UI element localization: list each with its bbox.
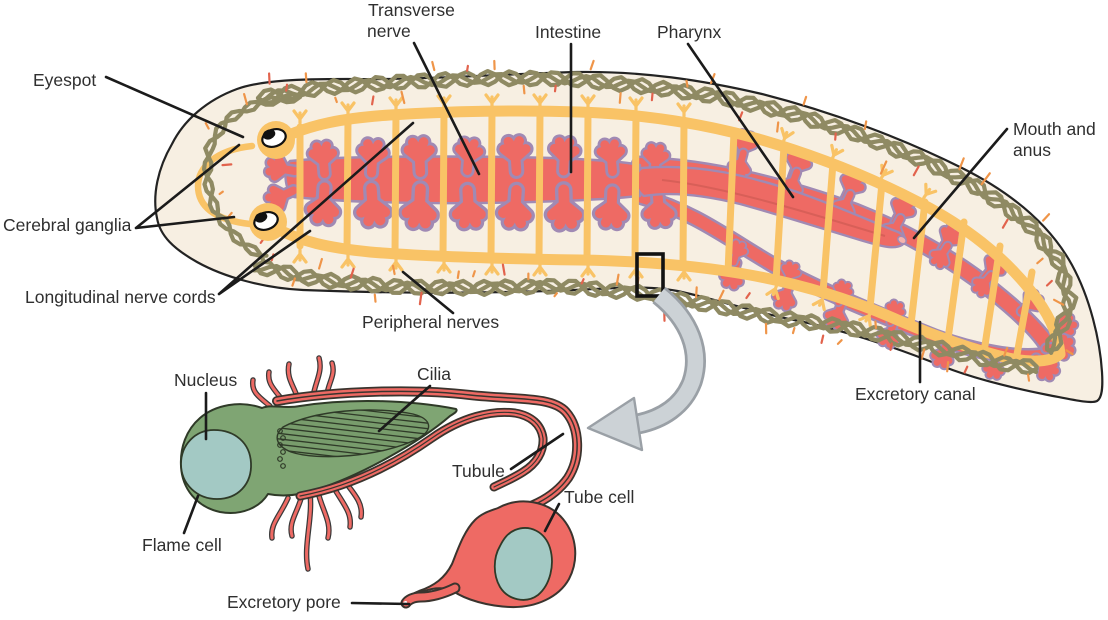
flame-cell-tufts — [204, 59, 1074, 382]
leader-flame-cell — [182, 494, 200, 535]
label-tubule: Tubule — [452, 461, 505, 481]
label-mouth-and-anus-2: anus — [1013, 140, 1051, 160]
tube-cell-nucleus — [493, 527, 553, 601]
eyespot-lower — [249, 203, 287, 241]
label-flame-cell: Flame cell — [142, 535, 222, 555]
eyespot-pupil — [262, 129, 276, 140]
label-peripheral-nerves: Peripheral nerves — [362, 312, 499, 332]
leader-pharynx — [686, 42, 795, 199]
label-transverse-nerve-1: Transverse — [368, 0, 455, 20]
eyespot-upper — [257, 121, 295, 159]
leader-longitudinal-nerve-cords — [217, 121, 415, 296]
leader-tubule — [509, 432, 565, 471]
leader-transverse-nerve — [412, 41, 481, 176]
label-intestine: Intestine — [535, 22, 601, 42]
zoom-arrowhead — [586, 396, 644, 452]
leader-lines — [104, 41, 1009, 606]
label-cilia: Cilia — [417, 364, 451, 384]
leader-cerebral-ganglia — [134, 143, 241, 230]
labels: Eyespot Transverse nerve Intestine Phary… — [3, 0, 1096, 612]
leader-peripheral-nerves — [401, 270, 455, 315]
eyespot-pupil — [254, 212, 268, 223]
transverse-nerves — [296, 107, 1036, 364]
label-transverse-nerve-2: nerve — [367, 21, 411, 41]
leader-mouth-and-anus — [912, 127, 1009, 240]
leader-tube-cell — [543, 502, 561, 533]
label-pharynx: Pharynx — [657, 22, 721, 42]
leader-eyespot — [104, 75, 245, 139]
label-longitudinal-nerve-cords: Longitudinal nerve cords — [25, 287, 216, 307]
label-cerebral-ganglia: Cerebral ganglia — [3, 215, 132, 235]
cilia-basal-bodies — [277, 428, 286, 469]
tubule-fringes — [249, 355, 365, 572]
flame-cell-detail — [179, 355, 583, 609]
zoom-arrow — [586, 286, 706, 452]
label-nucleus: Nucleus — [174, 370, 237, 390]
label-excretory-pore: Excretory pore — [227, 592, 341, 612]
label-mouth-and-anus-1: Mouth and — [1013, 119, 1096, 139]
label-excretory-canal: Excretory canal — [855, 384, 976, 404]
label-eyespot: Eyespot — [33, 70, 96, 90]
longitudinal-nerve-cord-top — [272, 105, 1066, 360]
label-tube-cell: Tube cell — [564, 487, 634, 507]
leader-cilia — [377, 384, 432, 433]
mouth-opening — [897, 235, 907, 245]
flame-cell-nucleus — [180, 429, 252, 500]
leader-excretory-pore — [350, 601, 411, 606]
magnified-region-box — [635, 252, 665, 298]
tubule — [272, 386, 583, 519]
excretory-pore-spout — [400, 582, 461, 609]
